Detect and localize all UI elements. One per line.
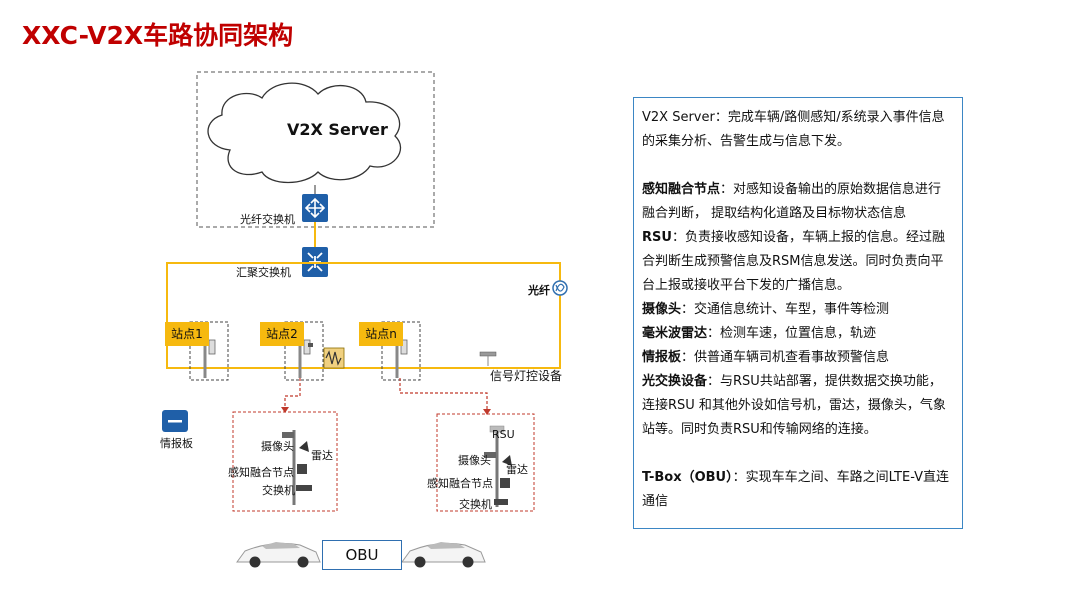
- info-board-label: 情报板: [160, 437, 193, 450]
- station-2-label: 站点2: [260, 322, 304, 346]
- right-radar-label: 雷达: [506, 463, 528, 476]
- radar-icon: [299, 441, 309, 452]
- car-icon: [401, 542, 486, 568]
- fiber-coil-icon: [552, 280, 568, 296]
- server-label: V2X Server: [287, 120, 388, 139]
- camera-heading: 摄像头: [642, 302, 682, 317]
- station-1-label: 站点1: [165, 322, 209, 346]
- left-fusion-label: 感知融合节点: [228, 466, 294, 479]
- right-cluster-box: [436, 413, 535, 512]
- left-camera-label: 摄像头: [261, 440, 294, 453]
- camera-icon: [282, 432, 294, 438]
- radar-description: ：检测车速，位置信息，轨迹: [707, 326, 877, 341]
- left-switch-label: 交换机: [262, 484, 295, 497]
- camera-description: ：交通信息统计、车型，事件等检测: [681, 302, 890, 317]
- radar-heading: 毫米波雷达: [642, 326, 708, 341]
- car-icon: [236, 542, 321, 568]
- tbox-heading: T-Box（OBU）: [642, 470, 733, 485]
- left-cluster-box: [232, 411, 338, 512]
- right-switch-label: 交换机: [459, 498, 492, 511]
- fiber-ring: [166, 262, 561, 369]
- fusion-description: ：对感知设备输出的原始数据信息进行融合判断， 提取结构化道路及目标物状态信息: [642, 182, 942, 221]
- page-title: XXC-V2X车路协同架构: [22, 21, 294, 50]
- server-description: V2X Server：完成车辆/路侧感知/系统录入事件信息的采集分析、告警生成与…: [642, 110, 945, 149]
- camera-icon: [308, 343, 313, 347]
- fusion-node-icon: [297, 464, 307, 474]
- fusion-node-icon: [500, 478, 510, 488]
- board-heading: 情报板: [642, 350, 682, 365]
- camera-icon: [484, 452, 496, 458]
- fiber-switch-label: 光纤交换机: [240, 213, 295, 226]
- switch-box-icon: [494, 499, 508, 505]
- left-radar-label: 雷达: [311, 449, 333, 462]
- info-panel: V2X Server：完成车辆/路侧感知/系统录入事件信息的采集分析、告警生成与…: [633, 97, 963, 529]
- optical-heading: 光交换设备: [642, 374, 708, 389]
- signal-control-icon: [479, 351, 497, 357]
- optical-description: ：与RSU共站部署，提供数据交换功能，连接RSU 和其他外设如信号机，雷达，摄像…: [642, 374, 946, 437]
- rsu-description: ：负责接收感知设备，车辆上报的信息。经过融合判断生成预警信息及RSM信息发送。同…: [642, 230, 945, 293]
- fusion-heading: 感知融合节点: [642, 182, 721, 197]
- aggregation-switch-label: 汇聚交换机: [236, 266, 291, 279]
- radar-icon: [502, 455, 512, 466]
- cloud-icon: [207, 82, 402, 184]
- board-description: ：供普通车辆司机查看事故预警信息: [681, 350, 890, 365]
- rsu-heading: RSU: [642, 230, 672, 245]
- right-rsu-label: RSU: [492, 428, 515, 441]
- signal-control-label: 信号灯控设备: [490, 369, 563, 383]
- fiber-label: 光纤: [528, 284, 550, 297]
- switch-box-icon: [296, 485, 312, 491]
- station-n-label: 站点n: [359, 322, 403, 346]
- rsu-icon: [489, 425, 505, 433]
- obu-box: OBU: [322, 540, 402, 570]
- right-camera-label: 摄像头: [458, 454, 491, 467]
- tbox-description: ：实现车车之间、车路之间LTE-V直连通信: [642, 470, 950, 509]
- right-fusion-label: 感知融合节点: [427, 477, 493, 490]
